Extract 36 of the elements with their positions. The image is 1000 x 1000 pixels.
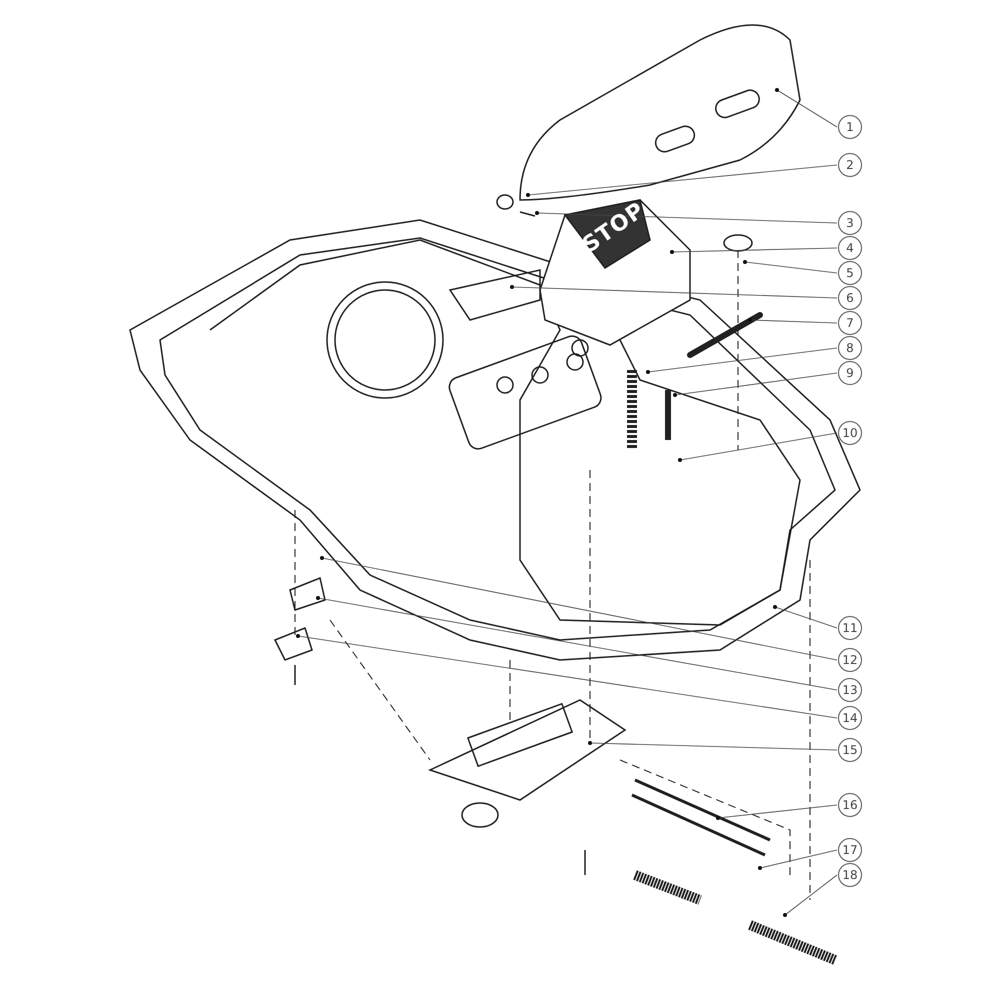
leader-line — [716, 804, 838, 820]
leader-line — [775, 88, 838, 128]
callout-number: 1 — [838, 115, 862, 139]
leader-line — [743, 260, 838, 274]
leader-line — [670, 248, 838, 254]
callout-number: 11 — [838, 616, 862, 640]
leader-line — [316, 596, 838, 690]
callout-number: 2 — [838, 153, 862, 177]
callout-number: 13 — [838, 678, 862, 702]
callout-number: 10 — [838, 421, 862, 445]
leader-line — [588, 741, 838, 750]
leader-line — [673, 372, 838, 397]
callout-number: 17 — [838, 838, 862, 862]
callout-number: 3 — [838, 211, 862, 235]
leader-line — [783, 874, 838, 917]
leader-line — [510, 285, 838, 298]
callout-number: 7 — [838, 311, 862, 335]
callout-number: 14 — [838, 706, 862, 730]
leader-line — [320, 556, 838, 660]
leader-line — [773, 605, 838, 628]
callout-number: 18 — [838, 863, 862, 887]
leader-line — [678, 432, 838, 462]
callout-number: 4 — [838, 236, 862, 260]
callout-number: 12 — [838, 648, 862, 672]
leader-line — [535, 211, 838, 224]
callout-number: 9 — [838, 361, 862, 385]
callout-number: 16 — [838, 793, 862, 817]
leader-line — [748, 318, 838, 324]
callout-number: 5 — [838, 261, 862, 285]
leader-line — [758, 850, 838, 870]
leader-line — [296, 634, 838, 718]
callout-number: 8 — [838, 336, 862, 360]
leader-line — [526, 164, 838, 197]
leader-line — [646, 348, 838, 374]
callout-number: 6 — [838, 286, 862, 310]
callout-number: 15 — [838, 738, 862, 762]
